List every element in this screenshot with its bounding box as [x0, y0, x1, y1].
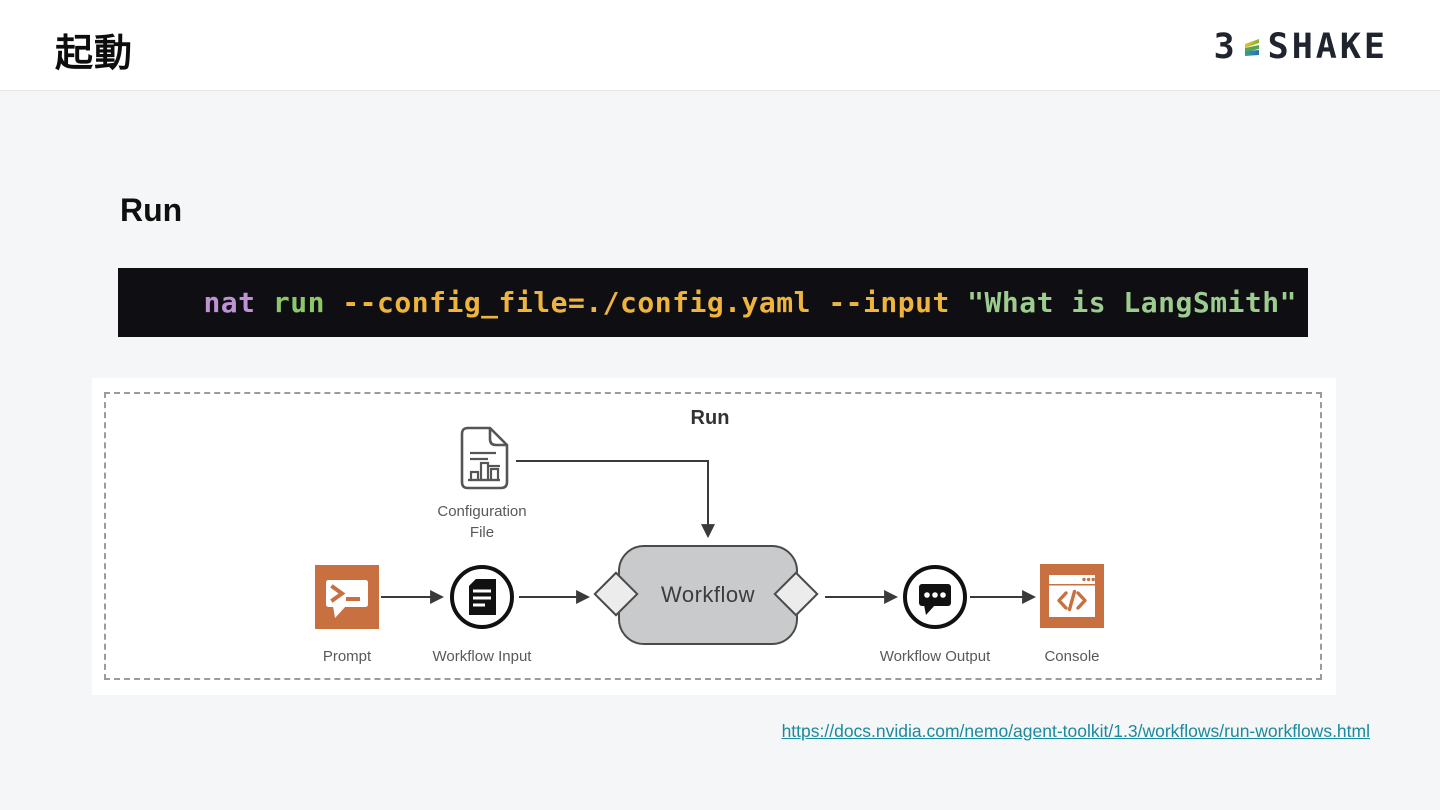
diagram-dashed-frame: [104, 392, 1322, 680]
workflow-input-icon: [450, 565, 514, 629]
code-token-string: "What is LangSmith": [949, 286, 1297, 319]
code-token-command: nat: [203, 286, 256, 319]
code-block: nat run --config_file=./config.yaml --in…: [118, 268, 1308, 337]
page-title: 起動: [55, 33, 134, 75]
company-logo: 3 SHAKE: [1214, 27, 1388, 67]
prompt-label: Prompt: [322, 648, 372, 665]
logo-text-3: 3: [1213, 27, 1238, 67]
section-title: Run: [120, 192, 183, 228]
workflow-diagram: Run Configuration File Pro: [92, 378, 1336, 695]
workflow-output-label: Workflow Output: [879, 648, 991, 665]
console-label: Console: [1044, 648, 1100, 665]
diagram-title: Run: [690, 407, 730, 429]
configuration-file-label: Configuration File: [437, 503, 527, 541]
logo-text-shake: SHAKE: [1267, 27, 1388, 67]
workflow-output-icon: [903, 565, 967, 629]
header-bar: 起動 3 SHAKE: [0, 0, 1440, 91]
workflow-node: Workflow: [618, 545, 798, 645]
code-token-subcommand: run: [255, 286, 325, 319]
logo-mark-icon: [1244, 39, 1259, 56]
console-icon: [1040, 564, 1104, 628]
code-token-flags: --config_file=./config.yaml --input: [324, 286, 950, 319]
docs-link[interactable]: https://docs.nvidia.com/nemo/agent-toolk…: [781, 721, 1370, 741]
code-command: nat run --config_file=./config.yaml --in…: [118, 253, 1297, 352]
configuration-file-icon: [460, 426, 509, 490]
prompt-icon: [315, 565, 379, 629]
workflow-input-label: Workflow Input: [432, 648, 532, 665]
